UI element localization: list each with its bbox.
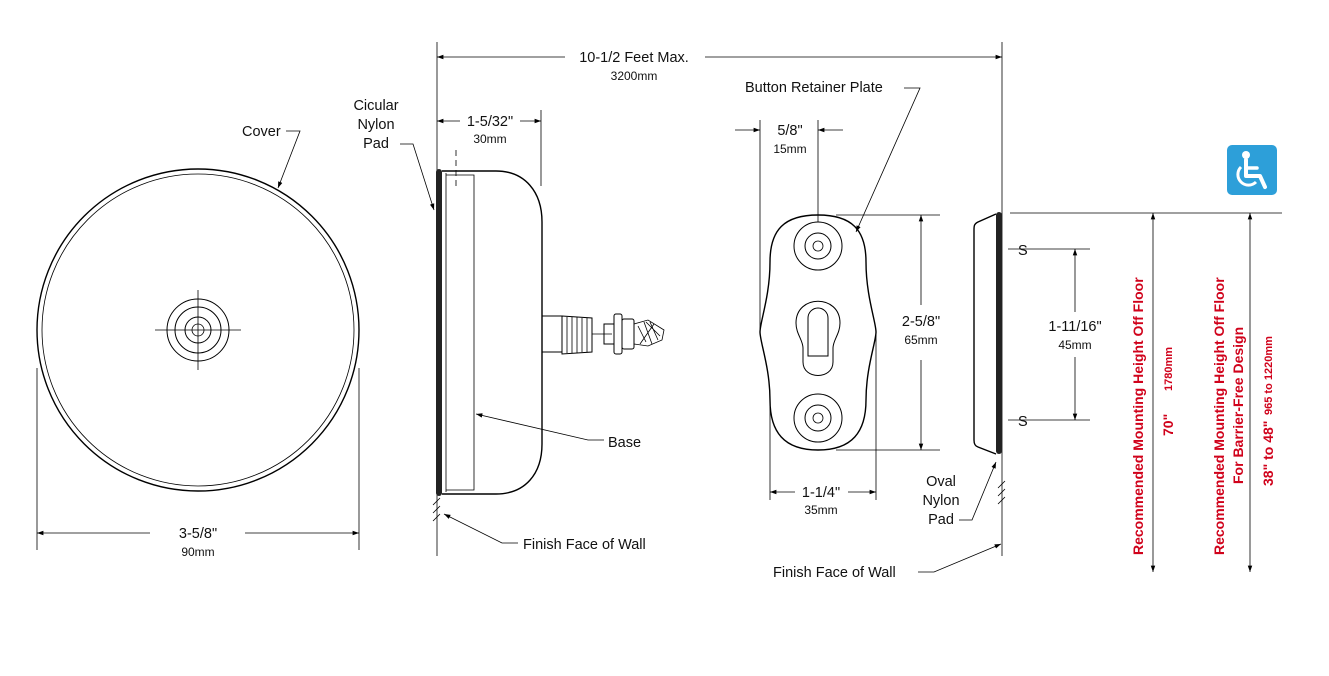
barrier-free-value: 38" to 48" <box>1260 421 1276 486</box>
barrier-free-mm: 965 to 1220mm <box>1263 336 1275 415</box>
barrier-free-label-line2: For Barrier-Free Design <box>1230 327 1246 484</box>
plate-height-dimension: 2-5/8" 65mm <box>836 214 940 451</box>
cover-label: Cover <box>242 124 281 140</box>
mount-height-value: 70" <box>1160 414 1176 436</box>
cover-front-view <box>36 168 360 492</box>
wheelchair-accessibility-icon <box>1227 145 1277 195</box>
retainer-plate-callout: Button Retainer Plate <box>745 80 921 233</box>
pad-label-line1: Cicular <box>353 98 398 114</box>
oval-pad-line3: Pad <box>928 512 954 528</box>
depth-mm: 30mm <box>473 132 506 146</box>
plate-height-label: 2-5/8" <box>902 314 940 330</box>
cover-callout: Cover <box>242 124 301 189</box>
screw-spacing-mm: 45mm <box>1058 338 1091 352</box>
circular-pad-callout: Cicular Nylon Pad <box>353 98 435 211</box>
depth-dimension: 1-5/32" 30mm <box>437 110 542 186</box>
pad-label-line2: Nylon <box>357 117 394 133</box>
overall-length-label: 10-1/2 Feet Max. <box>579 50 689 66</box>
plate-inset-mm: 15mm <box>773 142 806 156</box>
barrier-free-label-line1: Recommended Mounting Height Off Floor <box>1211 277 1227 555</box>
finish-face-right-callout: Finish Face of Wall <box>773 480 1006 581</box>
cover-side-view <box>436 150 665 496</box>
overall-length-dimension: 10-1/2 Feet Max. 3200mm <box>436 42 1003 556</box>
screw-markers: S S <box>1018 243 1028 430</box>
barrier-free-height-dimension: Recommended Mounting Height Off Floor Fo… <box>1211 213 1276 572</box>
finish-face-right-label: Finish Face of Wall <box>773 565 896 581</box>
plate-width-label: 1-1/4" <box>802 485 840 501</box>
mounting-height-dimension: Recommended Mounting Height Off Floor 70… <box>1130 213 1176 572</box>
base-label: Base <box>608 435 641 451</box>
cover-diameter-mm: 90mm <box>181 545 214 559</box>
cover-diameter-dimension: 3-5/8" 90mm <box>36 368 360 559</box>
plate-inset-dimension: 5/8" 15mm <box>735 120 843 330</box>
depth-label: 1-5/32" <box>467 114 513 130</box>
oval-pad-callout: Oval Nylon Pad <box>922 461 997 528</box>
finish-face-left-callout: Finish Face of Wall <box>432 497 646 553</box>
mount-height-label: Recommended Mounting Height Off Floor <box>1130 277 1146 555</box>
plate-height-mm: 65mm <box>904 333 937 347</box>
plate-width-dimension: 1-1/4" 35mm <box>769 332 877 517</box>
overall-length-mm: 3200mm <box>611 69 658 83</box>
screw-spacing-label: 1-11/16" <box>1048 319 1101 335</box>
cover-diameter-label: 3-5/8" <box>179 526 217 542</box>
pad-label-line3: Pad <box>363 136 389 152</box>
button-retainer-plate <box>759 214 877 451</box>
screw-marker-bottom: S <box>1018 414 1028 430</box>
plate-inset-label: 5/8" <box>777 123 802 139</box>
mount-height-mm: 1780mm <box>1163 347 1175 391</box>
oval-pad-line1: Oval <box>926 474 956 490</box>
plate-side-view <box>973 212 1282 455</box>
base-callout: Base <box>475 413 641 451</box>
finish-face-left-label: Finish Face of Wall <box>523 537 646 553</box>
screw-spacing-dimension: 1-11/16" 45mm <box>1048 249 1102 420</box>
retainer-plate-label: Button Retainer Plate <box>745 80 883 96</box>
plate-width-mm: 35mm <box>804 503 837 517</box>
oval-pad-line2: Nylon <box>922 493 959 509</box>
screw-marker-top: S <box>1018 243 1028 259</box>
